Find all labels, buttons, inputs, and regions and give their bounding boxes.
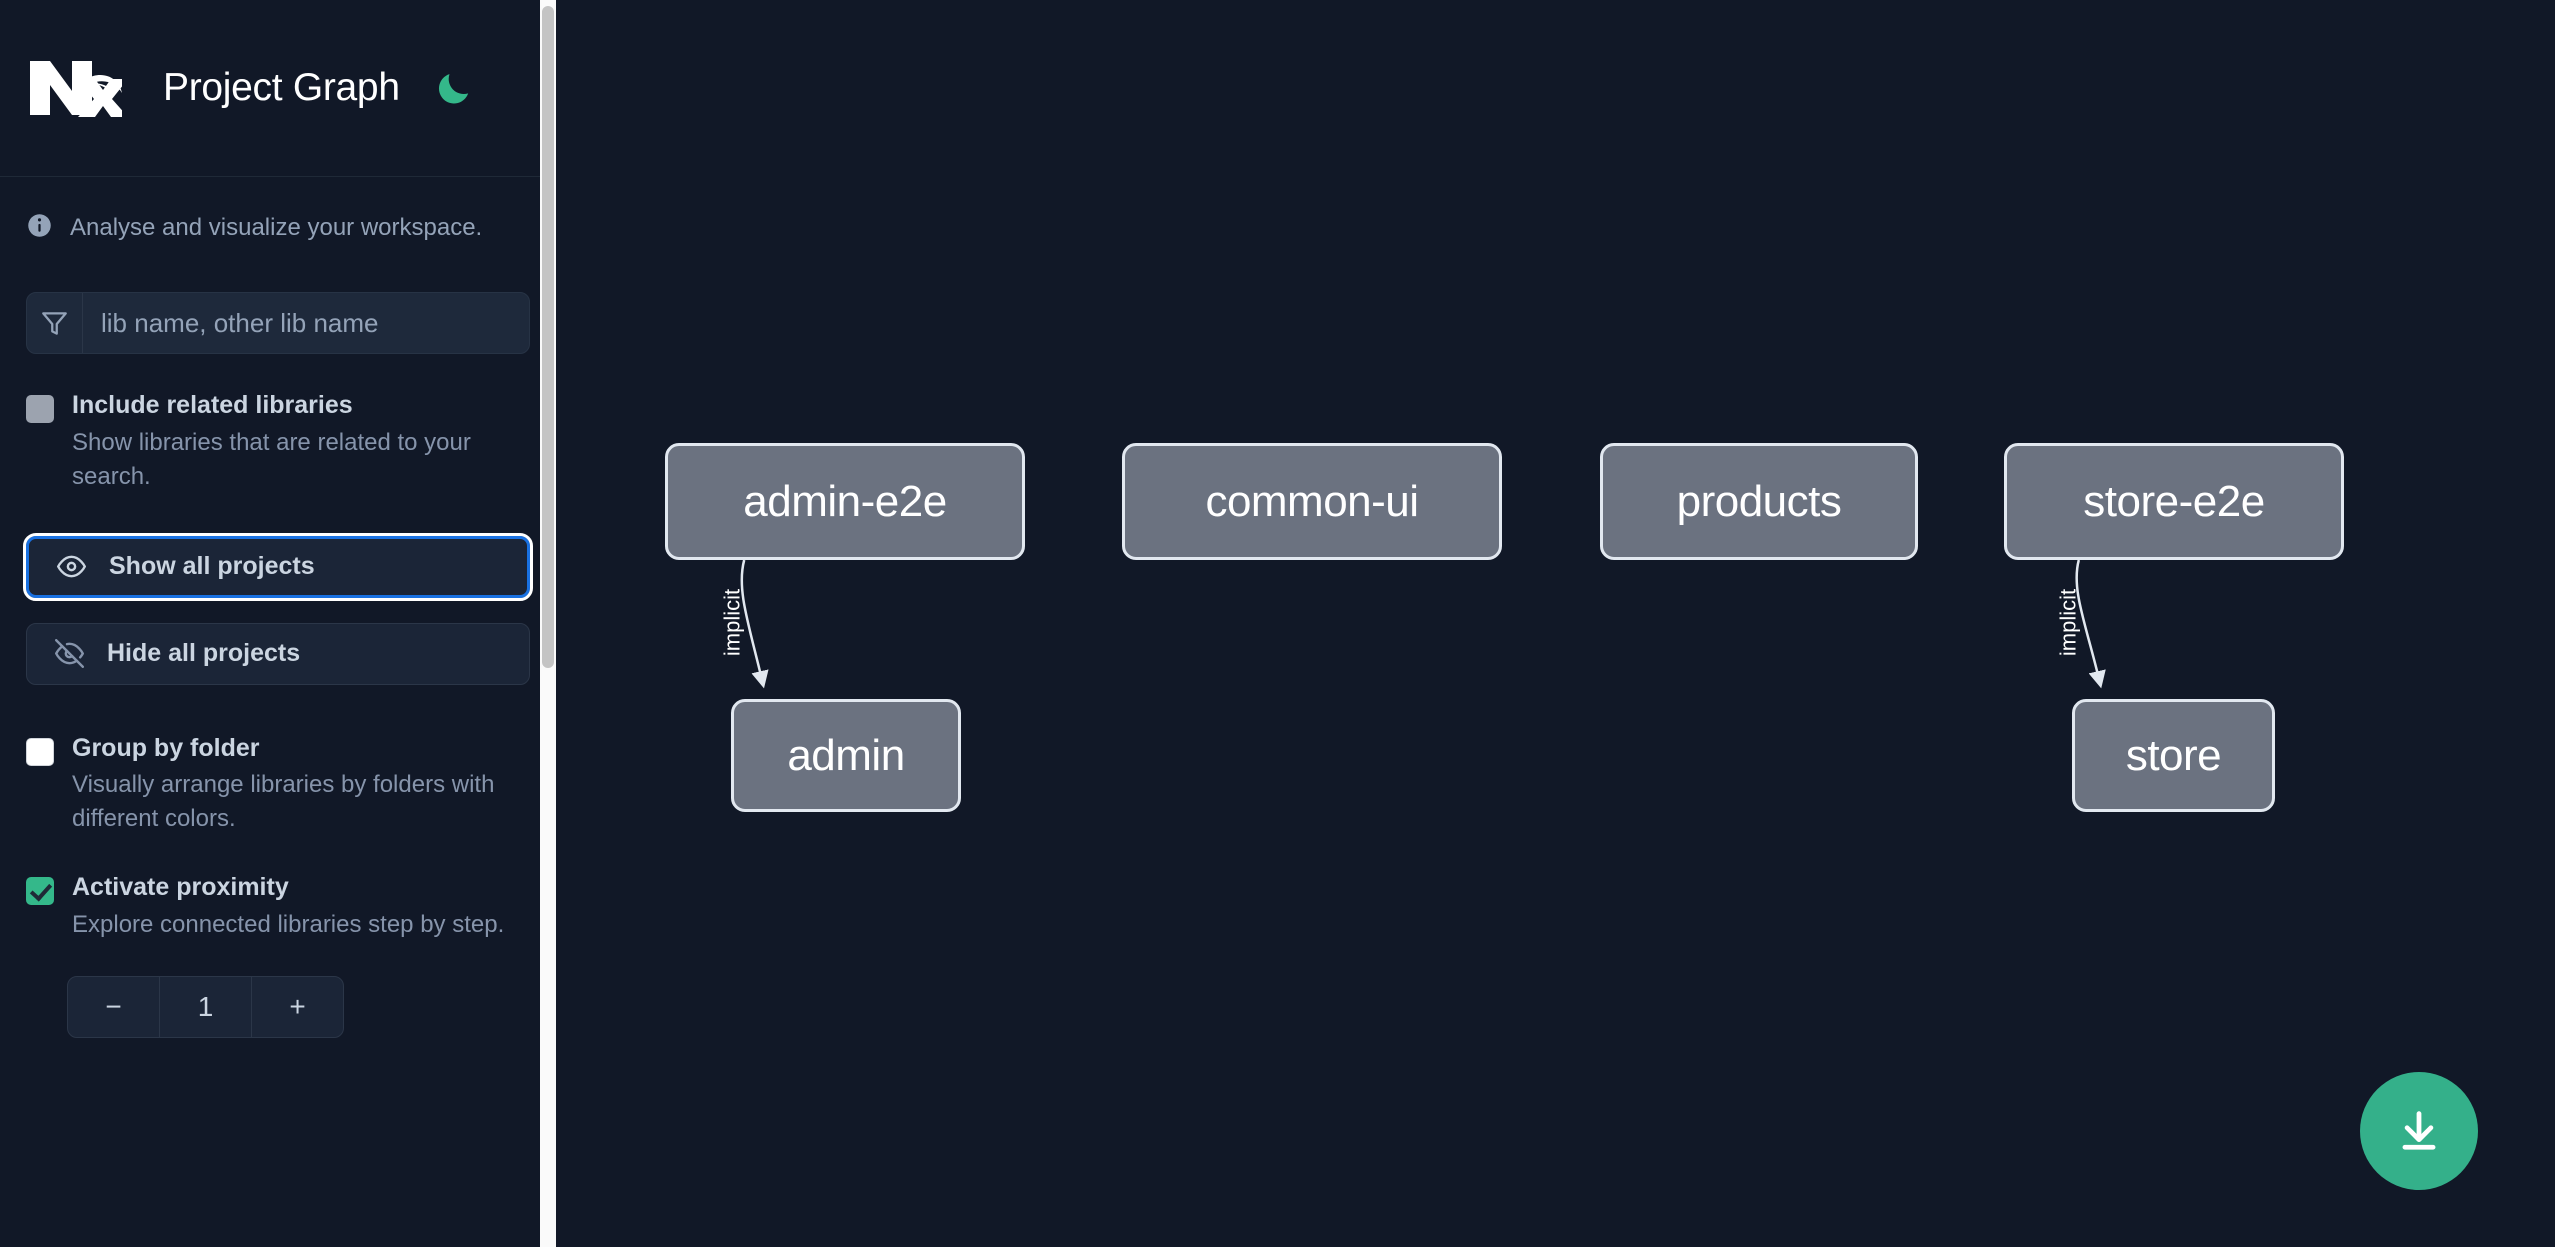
graph-canvas[interactable]: implicit implicit admin-e2e common-ui produ…	[556, 0, 2555, 1247]
search-filter-row	[26, 292, 530, 354]
show-all-projects-button[interactable]: Show all projects	[23, 532, 533, 601]
option-description: Show libraries that are related to your …	[72, 428, 471, 490]
sidebar-header: Project Graph	[0, 0, 556, 177]
proximity-decrement-button[interactable]: −	[68, 976, 160, 1037]
funnel-icon	[27, 293, 83, 353]
option-title: Activate proximity	[72, 873, 289, 902]
option-group-by-folder: Group by folder Visually arrange librari…	[26, 733, 530, 837]
page-title: Project Graph	[163, 66, 400, 109]
search-input[interactable]	[83, 293, 529, 353]
graph-node-admin-e2e[interactable]: admin-e2e	[665, 443, 1025, 560]
download-button[interactable]	[2360, 1072, 2478, 1190]
graph-node-store-e2e[interactable]: store-e2e	[2004, 443, 2344, 560]
graph-node-products[interactable]: products	[1600, 443, 1918, 560]
nx-logo-icon	[26, 57, 128, 119]
proximity-increment-button[interactable]: +	[251, 976, 343, 1037]
moon-icon[interactable]	[432, 66, 476, 110]
proximity-value: 1	[197, 990, 214, 1022]
graph-edge	[740, 559, 769, 689]
sidebar: Project Graph Analyse and visualize your…	[0, 0, 556, 1247]
graph-node-label: admin	[787, 730, 905, 780]
graph-edge	[2075, 559, 2106, 689]
option-include-related-libraries: Include related libraries Show libraries…	[26, 390, 530, 494]
graph-node-label: admin-e2e	[743, 476, 947, 526]
proximity-stepper: − 1 +	[67, 975, 344, 1038]
include-related-libraries-checkbox[interactable]	[26, 395, 54, 423]
option-description: Visually arrange libraries by folders wi…	[72, 771, 495, 833]
option-description: Explore connected libraries step by step…	[72, 910, 505, 938]
option-title: Include related libraries	[72, 391, 353, 419]
option-activate-proximity: Activate proximity Explore connected lib…	[26, 872, 530, 942]
graph-node-label: store	[2125, 730, 2222, 780]
hide-all-projects-label: Hide all projects	[107, 639, 301, 668]
graph-node-common-ui[interactable]: common-ui	[1122, 443, 1502, 560]
graph-node-store[interactable]: store	[2072, 699, 2275, 812]
option-title: Group by folder	[72, 733, 260, 762]
graph-node-label: store-e2e	[2083, 476, 2265, 526]
eye-off-icon	[55, 639, 84, 669]
graph-edge-label: implicit	[2056, 589, 2081, 656]
hide-all-projects-button[interactable]: Hide all projects	[26, 622, 530, 685]
sidebar-scrollbar-thumb[interactable]	[542, 6, 554, 668]
group-by-folder-checkbox[interactable]	[26, 737, 54, 766]
sidebar-body: Include related libraries Show libraries…	[0, 292, 556, 1038]
graph-edge-label: implicit	[720, 589, 745, 656]
show-all-projects-label: Show all projects	[109, 552, 315, 581]
sidebar-tagline: Analyse and visualize your workspace.	[0, 177, 556, 243]
sidebar-scrollbar[interactable]	[540, 0, 556, 1247]
graph-edges: implicit implicit	[720, 559, 2106, 689]
tagline-text: Analyse and visualize your workspace.	[70, 214, 483, 241]
graph-node-admin[interactable]: admin	[731, 699, 961, 812]
graph-node-label: common-ui	[1205, 476, 1419, 526]
graph-node-label: products	[1676, 476, 1842, 526]
info-icon	[26, 212, 53, 244]
activate-proximity-checkbox[interactable]	[26, 877, 54, 906]
eye-icon	[57, 552, 86, 581]
